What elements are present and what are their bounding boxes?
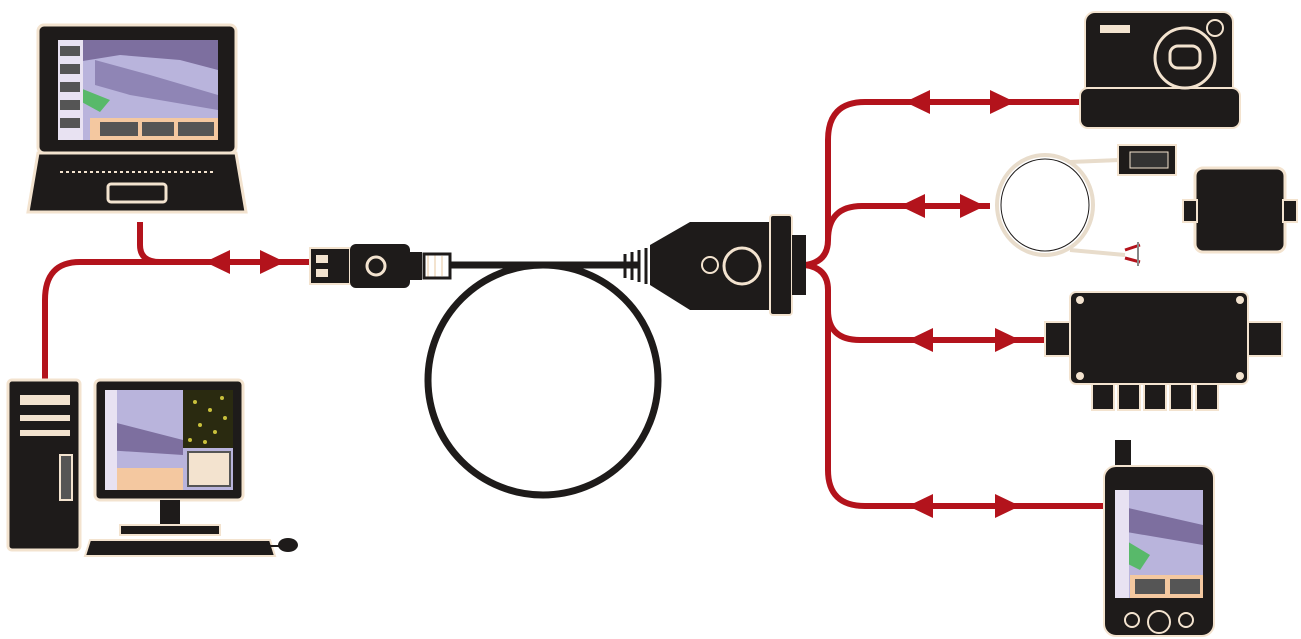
junction-box-icon	[1183, 168, 1297, 252]
left-red-cable	[45, 222, 310, 385]
right-bidirectional-arrows	[900, 90, 1020, 518]
laptop-icon	[28, 25, 246, 212]
nmea-interface-box-icon	[1045, 292, 1282, 410]
digital-camera-icon	[1080, 12, 1240, 128]
usb-to-serial-adapter-icon	[310, 215, 806, 495]
gps-sensor-cable-icon	[997, 145, 1176, 266]
right-red-cables	[805, 102, 1105, 506]
desktop-computer-icon	[8, 380, 298, 556]
pda-handheld-icon	[1104, 440, 1214, 636]
